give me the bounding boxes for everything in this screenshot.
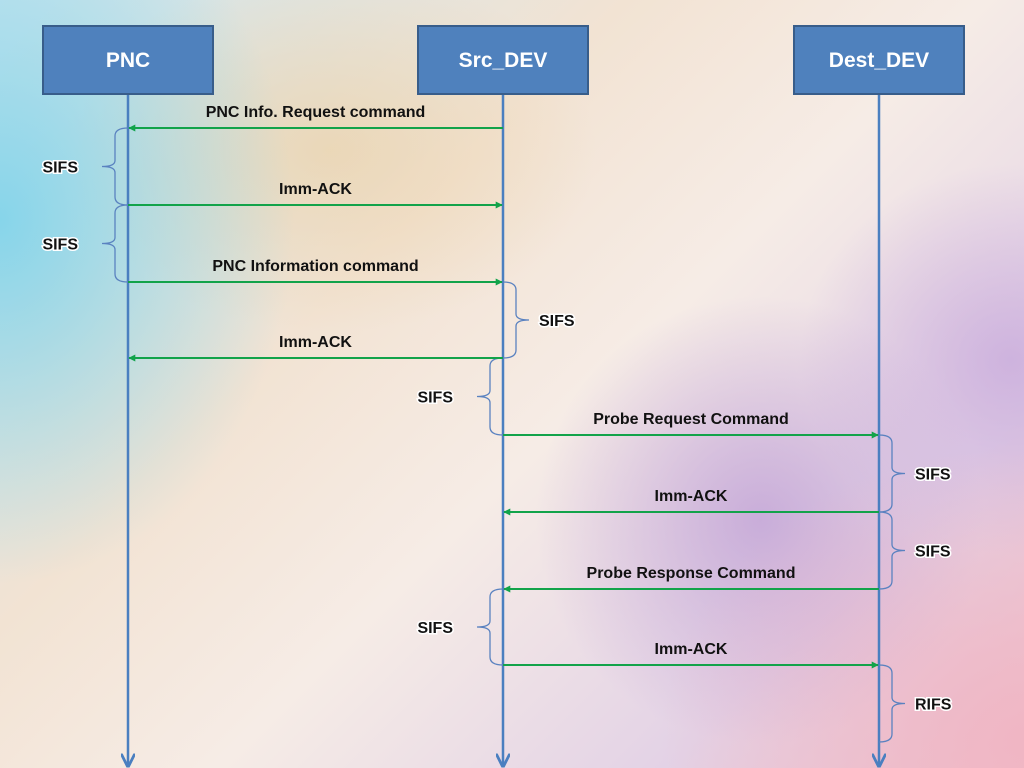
interval-label-7: SIFS bbox=[417, 620, 453, 637]
message-label-7: Probe Response Command bbox=[587, 565, 796, 582]
interval-brace-8 bbox=[878, 664, 906, 743]
message-label-4: Imm-ACK bbox=[279, 334, 352, 351]
interval-brace-1 bbox=[101, 127, 129, 206]
interval-label-4: SIFS bbox=[417, 390, 453, 407]
participant-label-src: Src_DEV bbox=[459, 49, 548, 72]
interval-label-2: SIFS bbox=[42, 237, 78, 254]
interval-brace-7 bbox=[476, 588, 504, 666]
interval-label-8: RIFS bbox=[915, 697, 952, 714]
interval-brace-6 bbox=[878, 511, 906, 590]
participant-label-pnc: PNC bbox=[106, 49, 150, 72]
participant-box-dest bbox=[793, 25, 965, 95]
participant-box-pnc bbox=[42, 25, 214, 95]
interval-brace-2 bbox=[101, 204, 129, 283]
interval-label-1: SIFS bbox=[42, 160, 78, 177]
interval-label-3: SIFS bbox=[539, 313, 575, 330]
interval-brace-3 bbox=[502, 281, 530, 359]
message-label-6: Imm-ACK bbox=[655, 488, 728, 505]
message-label-5: Probe Request Command bbox=[593, 411, 789, 428]
message-label-3: PNC Information command bbox=[212, 258, 418, 275]
interval-label-5: SIFS bbox=[915, 467, 951, 484]
message-label-1: PNC Info. Request command bbox=[206, 104, 426, 121]
interval-brace-4 bbox=[476, 357, 504, 436]
message-label-2: Imm-ACK bbox=[279, 181, 352, 198]
participant-box-src bbox=[417, 25, 589, 95]
interval-label-6: SIFS bbox=[915, 544, 951, 561]
interval-brace-5 bbox=[878, 434, 906, 513]
message-label-8: Imm-ACK bbox=[655, 641, 728, 658]
participant-label-dest: Dest_DEV bbox=[829, 49, 929, 72]
